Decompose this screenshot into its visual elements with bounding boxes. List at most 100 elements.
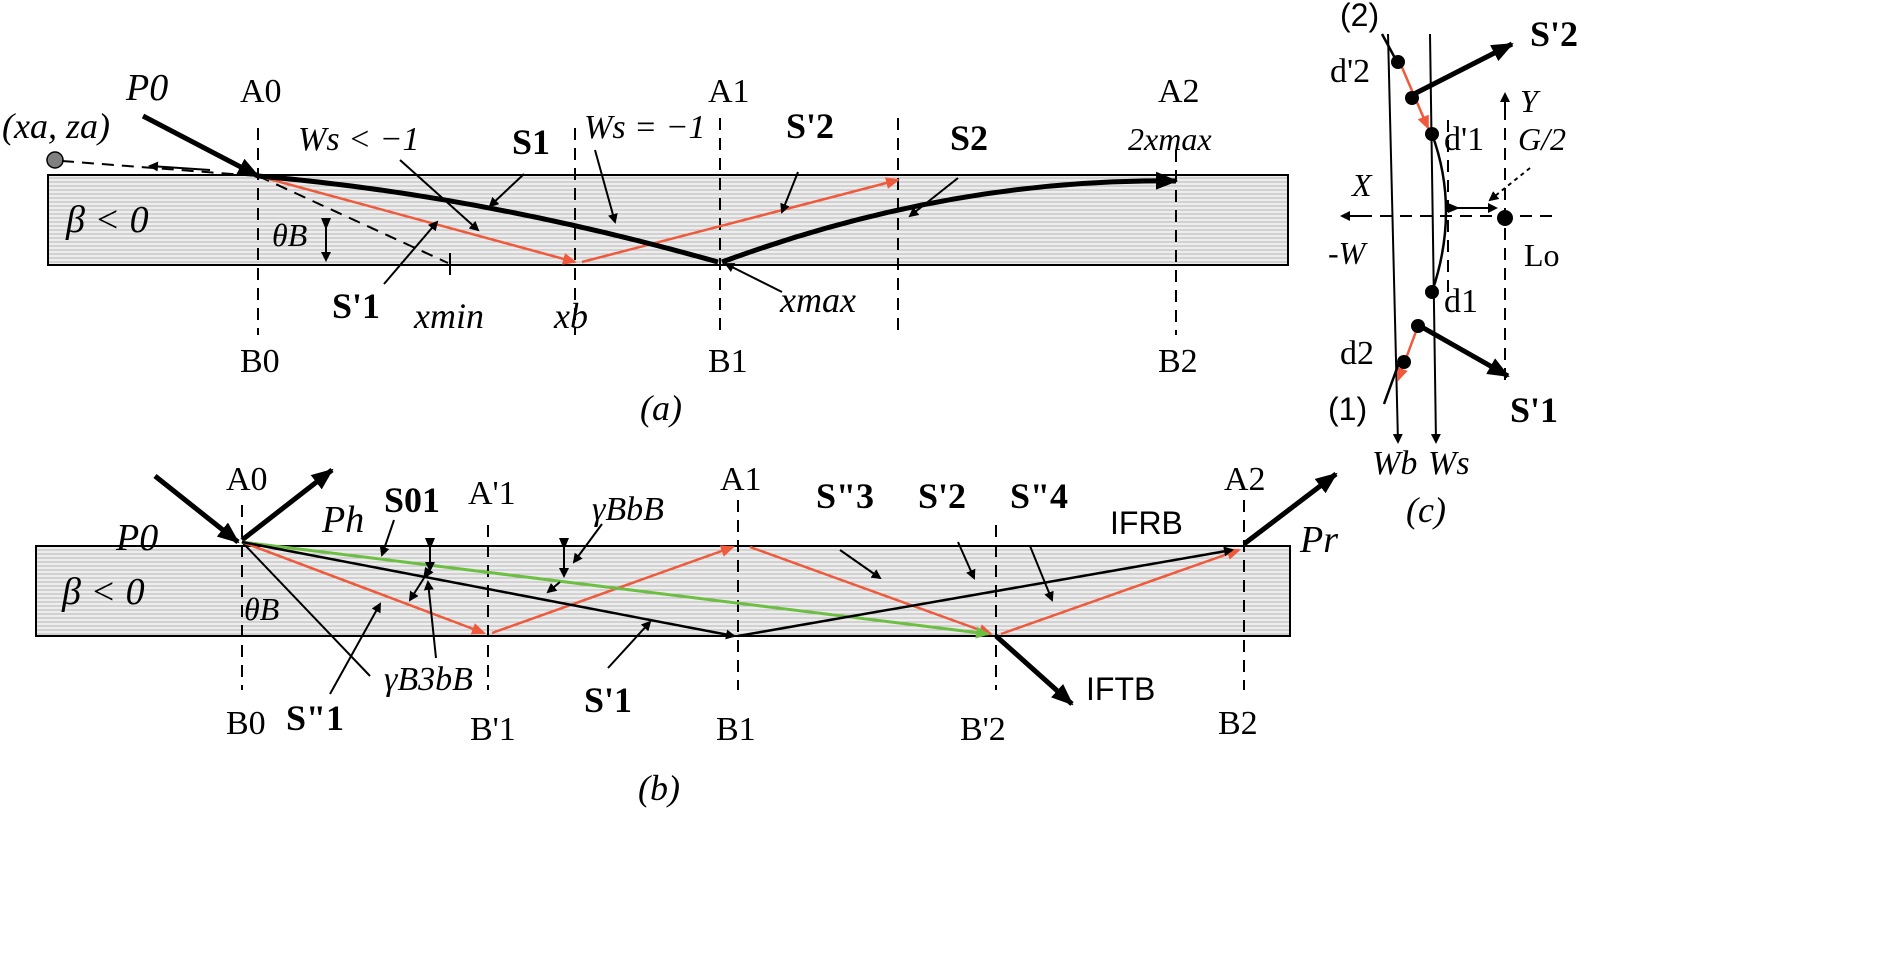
ptr-gamma-bbb [572, 523, 603, 564]
exit-beam-pr [1242, 472, 1338, 546]
label-s1-a: S1 [512, 122, 550, 162]
label-p0-a: P0 [125, 67, 168, 109]
label-ws-lt: Ws < −1 [298, 121, 419, 158]
ptr-s4pp [1029, 545, 1054, 602]
label-1-c: (1) [1328, 391, 1367, 427]
label-crystal-b: β < 0 [61, 571, 145, 613]
label-a0-b: A0 [226, 461, 268, 498]
label-pr: Pr [1299, 519, 1338, 561]
ptr-s2 [908, 177, 959, 218]
ray-s3pp-red [749, 545, 993, 636]
ptr-s1p [383, 220, 439, 285]
red-segment-bottom [1396, 325, 1420, 382]
label-s1pp: S"1 [286, 698, 344, 738]
ptr-s1p-b [607, 620, 652, 669]
label-a2-b: A2 [1224, 461, 1266, 498]
arrow-s1p-c [1418, 323, 1510, 379]
incident-beam-p0-b [153, 474, 240, 544]
ptr-s1pp [329, 602, 381, 695]
xmin-dashed [257, 175, 449, 264]
label-b1-a: B1 [708, 343, 748, 380]
label-b0-b: B0 [226, 705, 266, 742]
label-ws-eq: Ws = −1 [584, 109, 705, 146]
ray-s2p-red [581, 177, 900, 264]
theta-line-b [241, 541, 371, 677]
ptr-ws-eq [594, 149, 618, 224]
label-s2p-b: S'2 [918, 476, 966, 516]
label-wb: Wb [1372, 445, 1417, 482]
ray-s1-curve [257, 173, 719, 265]
label-a1-b: A1 [720, 461, 762, 498]
g2-pointer [1488, 167, 1531, 202]
ray-red-to-a1 [491, 545, 735, 635]
label-ifrb: IFRB [1110, 505, 1183, 541]
label-gamma-bbb: γBbB [592, 491, 664, 528]
label-b2-b: B2 [1218, 705, 1258, 742]
label-s1p-a: S'1 [332, 286, 380, 326]
label-thetaB-b: θB [244, 591, 279, 627]
label-b1-b: B1 [716, 711, 756, 748]
label-b0-a: B0 [240, 343, 280, 380]
panel-a: β < 0 (xa, za) P0 A0 A1 A2 Ws < −1 S1 Ws… [2, 67, 1289, 428]
label-a2-a: A2 [1158, 73, 1200, 110]
ray-s1p-black [241, 540, 736, 640]
label-s2p-a: S'2 [786, 106, 834, 146]
arrow-s2p-c [1412, 41, 1514, 97]
label-d1: d1 [1444, 283, 1478, 320]
point-d2p [1391, 55, 1405, 69]
label-d2p: d'2 [1330, 53, 1370, 90]
ray-s1pp-red [241, 540, 486, 635]
caption-a: (a) [640, 388, 682, 428]
ray-s2-curve [721, 171, 1178, 265]
ptr-s1-0 [379, 519, 395, 557]
label-source-point: (xa, za) [2, 106, 110, 146]
gamma-arrow-2 [408, 566, 434, 602]
label-a1p-b: A'1 [468, 475, 516, 512]
label-s2-a: S2 [950, 118, 988, 158]
ray-s1p-red [257, 174, 577, 265]
virtual-arrow [148, 161, 211, 172]
label-ws-c: Ws [1428, 445, 1470, 482]
panel-b: β < 0 P0 A0 Ph S01 A'1 γBbB A1 S"3 S'2 S… [35, 461, 1338, 808]
crystal-slab-a [47, 174, 1289, 266]
ray-green [241, 540, 990, 639]
label-b2-a: B2 [1158, 343, 1198, 380]
virtual-source-line [61, 160, 259, 177]
crystal-slab-b [35, 545, 1291, 637]
caption-b: (b) [638, 768, 680, 808]
label-2xmax: 2xmax [1128, 121, 1212, 157]
label-lo: Lo [1524, 237, 1560, 273]
caption-c: (c) [1406, 490, 1446, 530]
label-s1p-b: S'1 [584, 680, 632, 720]
point-d1p [1425, 127, 1439, 141]
label-crystal-a: β < 0 [65, 199, 149, 241]
label-xmin: xmin [413, 296, 484, 336]
point-d1 [1425, 285, 1439, 299]
ptr-s1 [488, 173, 525, 208]
reflected-beam-ph [240, 468, 334, 542]
label-s1p-c: S'1 [1510, 390, 1558, 430]
label-2-c: (2) [1340, 0, 1379, 33]
ptr-ws-lt [399, 159, 480, 232]
exit-beam-iftb [994, 634, 1074, 706]
label-iftb: IFTB [1086, 671, 1155, 707]
label-p0-b: P0 [115, 517, 158, 559]
source-point [46, 151, 64, 169]
top-line-2 [1380, 33, 1398, 61]
bottom-line-1 [1382, 359, 1402, 405]
incident-beam-p0 [141, 113, 260, 179]
ray-s2p-black [737, 546, 1234, 638]
lo-point [1497, 210, 1513, 226]
ray-s4pp-red [1000, 548, 1241, 636]
label-minus-w: -W [1328, 235, 1369, 271]
label-gamma-b3bb: γB3bB [384, 661, 473, 698]
trajectory-curve [1430, 133, 1448, 293]
wb-line [1387, 33, 1403, 444]
label-xb: xb [553, 296, 588, 336]
label-ph: Ph [321, 499, 364, 541]
label-s2p-c: S'2 [1530, 14, 1578, 54]
label-x-c: X [1350, 167, 1373, 203]
label-y-c: Y [1520, 83, 1541, 119]
panel-c: (2) S'2 d'2 d'1 Y G/2 X -W Lo d1 d2 (1) … [1328, 0, 1578, 530]
ptr-s2p-b [957, 541, 976, 580]
